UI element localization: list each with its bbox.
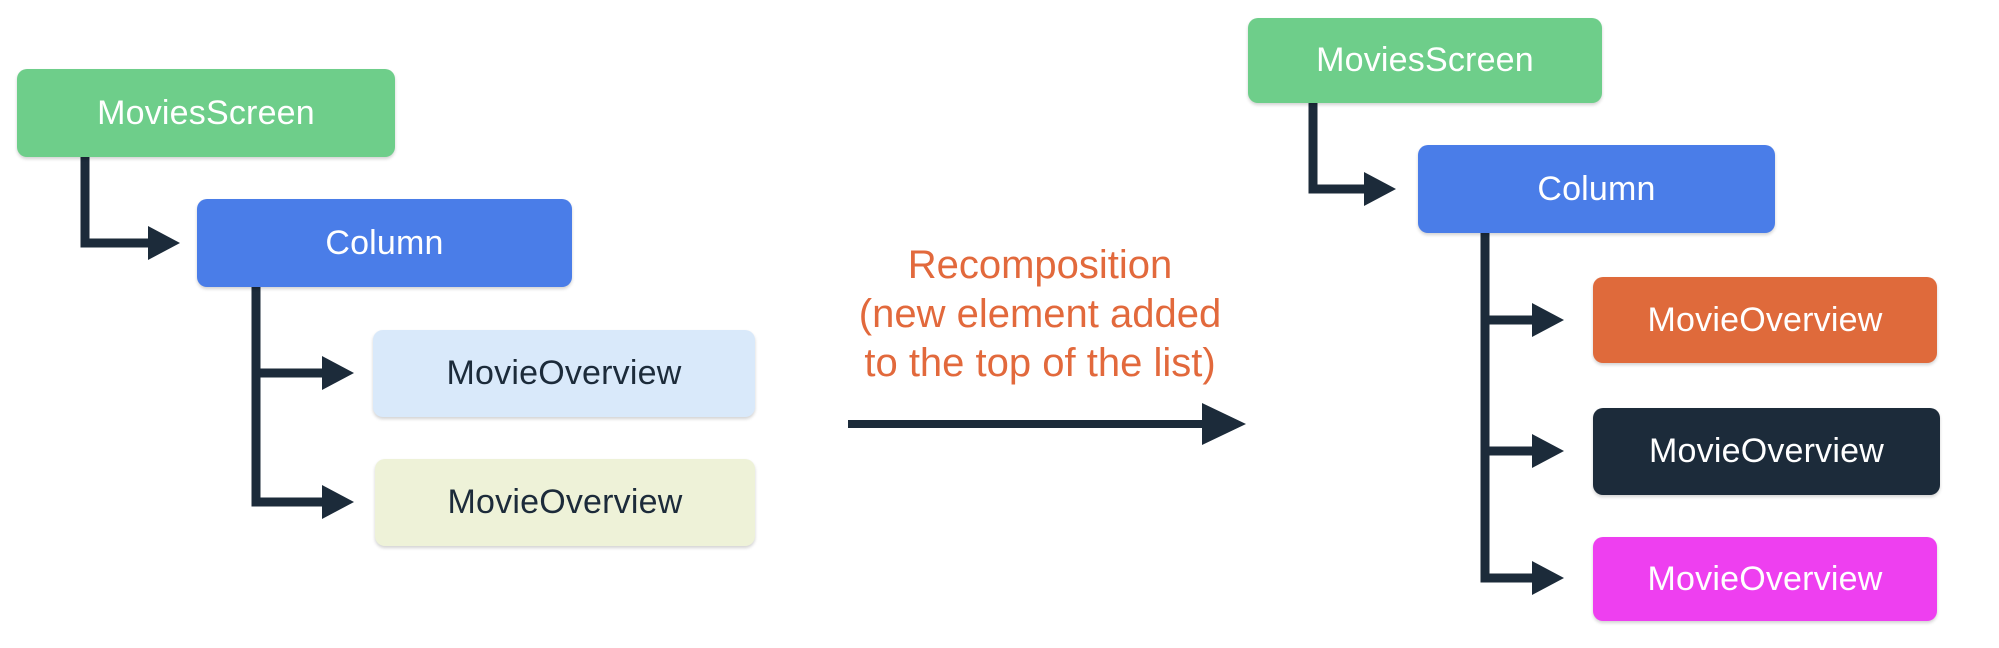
recomposition-arrow-icon: [848, 403, 1246, 445]
node-movieoverview-2: MovieOverview: [1593, 537, 1937, 621]
arrowhead-icon: [1532, 561, 1564, 595]
arrowhead-icon: [1364, 172, 1396, 206]
recomposition-label: Recomposition (new element added to the …: [790, 241, 1290, 388]
node-movieoverview-new: MovieOverview: [1593, 277, 1937, 363]
node-column: Column: [1418, 145, 1775, 233]
arrowhead-icon: [148, 226, 180, 260]
node-moviesscreen: MoviesScreen: [17, 69, 395, 157]
node-movieoverview-1: MovieOverview: [373, 330, 755, 417]
recomposition-label-line2: (new element added: [858, 292, 1222, 336]
node-movieoverview-2: MovieOverview: [375, 459, 755, 546]
node-moviesscreen: MoviesScreen: [1248, 18, 1602, 103]
arrowhead-icon: [1532, 303, 1564, 337]
node-movieoverview-1: MovieOverview: [1593, 408, 1940, 495]
recomposition-label-line3: to the top of the list): [864, 341, 1216, 385]
arrowhead-icon: [322, 356, 354, 390]
recomposition-label-line1: Recomposition: [907, 243, 1173, 287]
arrowhead-icon: [322, 485, 354, 519]
arrowhead-icon: [1532, 434, 1564, 468]
node-column: Column: [197, 199, 572, 287]
